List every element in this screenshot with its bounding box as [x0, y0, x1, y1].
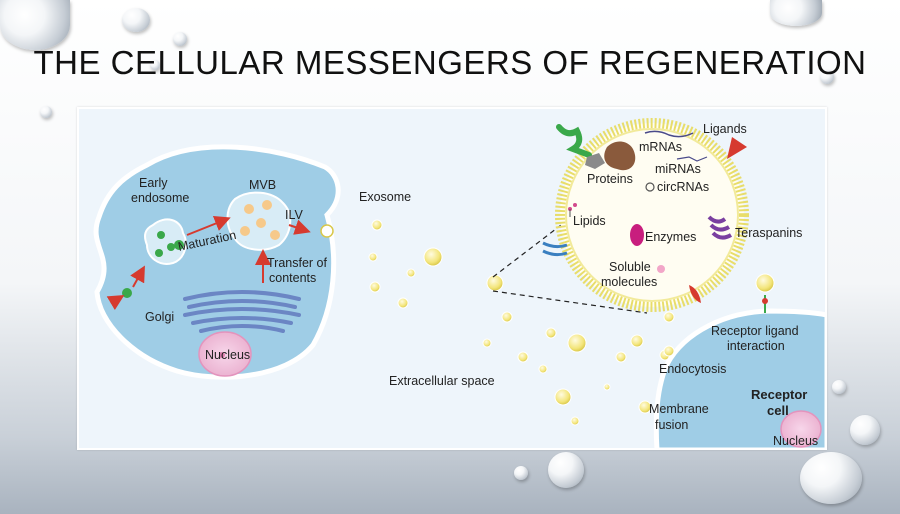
circrna-icon: [645, 182, 655, 192]
water-drop-decoration: [850, 415, 880, 445]
membrane-receptor-icon: [542, 241, 568, 257]
extracellular-space-label: Extracellular space: [389, 374, 495, 388]
membrane-fusion-label: Membrane: [649, 402, 709, 416]
mirna-icon: [676, 156, 708, 162]
receptor-nucleus: [780, 410, 822, 448]
receptor-cell-title: cell: [767, 403, 789, 418]
protein-icon: [585, 153, 605, 169]
mrnas-label: mRNAs: [639, 140, 682, 154]
mrna-icon: [644, 130, 694, 138]
ligands-label: Ligands: [703, 122, 747, 136]
lipids-label: Lipids: [573, 214, 606, 228]
water-drop-decoration: [548, 452, 584, 488]
exosome-diagram: Early endosome MVB ILV Maturation Transf…: [77, 107, 827, 450]
soluble-molecule-icon: [657, 265, 665, 273]
exosome-label: Exosome: [359, 190, 411, 204]
water-drop-decoration: [800, 452, 862, 504]
ligand-icon: [727, 137, 747, 159]
golgi-label: Golgi: [145, 310, 174, 324]
early-endosome-label: endosome: [131, 191, 189, 205]
ligand-icon: [689, 285, 701, 303]
magnified-exosome: [555, 118, 749, 312]
lipid-icon: [568, 203, 577, 217]
teraspanins-label: Teraspanins: [735, 226, 802, 240]
water-drop-decoration: [40, 106, 52, 118]
receptor-interaction-label: Receptor ligand: [711, 324, 799, 338]
water-drop-decoration: [150, 60, 160, 70]
golgi-apparatus: [183, 290, 301, 333]
receptor-nucleus-label: Nucleus: [773, 434, 818, 448]
donor-nucleus-label: Nucleus: [205, 348, 250, 362]
water-drop-decoration: [820, 70, 834, 84]
transfer-label: contents: [269, 271, 316, 285]
enzymes-label: Enzymes: [645, 230, 696, 244]
enzyme-icon: [630, 224, 644, 246]
receptor-cell-title: Receptor: [751, 387, 807, 402]
circrnas-label: circRNAs: [657, 180, 709, 194]
water-drop-decoration: [122, 8, 150, 32]
transfer-label: Transfer of: [267, 256, 328, 270]
soluble-molecules-label: Soluble: [609, 260, 651, 274]
mirnas-label: miRNAs: [655, 162, 701, 176]
water-drop-decoration: [0, 0, 70, 50]
donor-nucleus: [198, 331, 252, 377]
soluble-molecules-label: molecules: [601, 275, 657, 289]
receptor-cell: [653, 308, 827, 450]
early-endosome-label: Early: [139, 176, 168, 190]
protein-icon: [604, 141, 636, 171]
receptor-interaction-label: interaction: [727, 339, 785, 353]
mvb-label: MVB: [249, 178, 276, 192]
water-drop-decoration: [770, 0, 822, 26]
ilv-label: ILV: [285, 208, 303, 222]
water-drop-decoration: [514, 466, 528, 480]
endocytosis-label: Endocytosis: [659, 362, 726, 376]
slide-title: THE CELLULAR MESSENGERS OF REGENERATION: [33, 44, 867, 81]
membrane-fusion-label: fusion: [655, 418, 688, 432]
teraspanin-icon: [707, 215, 733, 240]
water-drop-decoration: [832, 380, 846, 394]
water-drop-decoration: [173, 32, 187, 46]
receptor-icon: [556, 124, 592, 158]
proteins-label: Proteins: [587, 172, 633, 186]
